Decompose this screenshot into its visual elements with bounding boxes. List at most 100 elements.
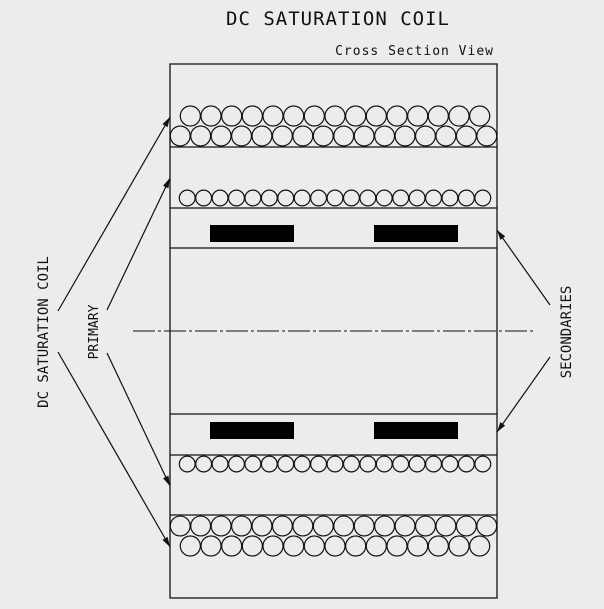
dc-coil-winding-circle — [292, 125, 314, 147]
dc-coil-winding-circle — [455, 515, 477, 537]
dc-coil-winding-circle — [303, 535, 325, 557]
primary-winding-circle — [326, 189, 344, 207]
dc-coil-winding-circle — [241, 535, 263, 557]
dc-coil-winding-circle — [283, 535, 305, 557]
dc-coil-winding-circle — [251, 125, 273, 147]
diagram-title: DC SATURATION COIL — [226, 8, 450, 30]
primary-winding-circle — [408, 189, 426, 207]
secondary-winding-bar — [210, 225, 294, 242]
primary-winding-circle — [474, 455, 492, 473]
dc-coil-winding-circle — [353, 515, 375, 537]
dc-coil-winding-circle — [386, 105, 408, 127]
dc-coil-winding-circle — [365, 105, 387, 127]
primary-winding-circle — [342, 189, 360, 207]
primary-winding-circle — [195, 189, 213, 207]
dc-coil-winding-circle — [345, 105, 367, 127]
primary-winding-circle — [227, 455, 245, 473]
dc-coil-winding-circle — [476, 125, 498, 147]
primary-winding-circle — [457, 189, 475, 207]
dc-coil-winding-circle — [179, 105, 201, 127]
dc-coil-winding-circle — [324, 535, 346, 557]
dc-coil-winding-circle — [262, 535, 284, 557]
diagram-subtitle: Cross Section View — [335, 44, 494, 59]
primary-winding-circle — [359, 455, 377, 473]
dc-coil-winding-circle — [476, 515, 498, 537]
label-dc-saturation-coil: DC SATURATION COIL — [36, 256, 52, 408]
dc-coil-winding-circle — [169, 515, 191, 537]
primary-winding-circle — [457, 455, 475, 473]
dc-coil-winding-circle — [190, 515, 212, 537]
primary-winding-circle — [441, 455, 459, 473]
primary-winding-circle — [227, 189, 245, 207]
primary-winding-circle — [260, 455, 278, 473]
dc-coil-winding-circle — [231, 515, 253, 537]
dc-coil-winding-circle — [427, 105, 449, 127]
primary-winding-circle — [310, 189, 328, 207]
dc-coil-winding-circle — [200, 105, 222, 127]
dc-coil-winding-circle — [210, 125, 232, 147]
dc-coil-winding-circle — [221, 105, 243, 127]
arrow-dc-coil-top — [57, 116, 171, 312]
label-secondaries: SECONDARIES — [559, 286, 575, 379]
dc-coil-winding-circle — [179, 535, 201, 557]
dc-coil-winding-circle — [414, 515, 436, 537]
dc-coil-winding-circle — [190, 125, 212, 147]
arrow-primary-top — [106, 177, 171, 311]
dc-coil-winding-circle — [374, 125, 396, 147]
arrow-secondary-top — [496, 229, 551, 306]
primary-winding-circle — [375, 189, 393, 207]
primary-winding-circle — [359, 189, 377, 207]
dc-coil-winding-circle — [435, 515, 457, 537]
primary-winding-circle — [277, 455, 295, 473]
primary-winding-circle — [260, 189, 278, 207]
dc-coil-winding-circle — [292, 515, 314, 537]
dc-coil-winding-circle — [469, 535, 491, 557]
primary-winding-circle — [342, 455, 360, 473]
dc-coil-winding-circle — [353, 125, 375, 147]
dc-coil-winding-circle — [386, 535, 408, 557]
primary-winding-circle — [392, 189, 410, 207]
arrow-secondary-bottom — [496, 356, 551, 433]
dc-coil-winding-circle — [283, 105, 305, 127]
dc-coil-winding-circle — [262, 105, 284, 127]
dc-coil-winding-circle — [427, 535, 449, 557]
dc-coil-winding-circle — [407, 535, 429, 557]
dc-coil-winding-circle — [435, 125, 457, 147]
dc-coil-winding-circle — [231, 125, 253, 147]
dc-coil-winding-circle — [241, 105, 263, 127]
primary-winding-circle — [310, 455, 328, 473]
primary-winding-circle — [326, 455, 344, 473]
dc-coil-winding-circle — [210, 515, 232, 537]
dc-coil-winding-circle — [407, 105, 429, 127]
primary-winding-circle — [408, 455, 426, 473]
primary-winding-circle — [441, 189, 459, 207]
primary-winding-circle — [277, 189, 295, 207]
label-primary: PRIMARY — [87, 304, 102, 359]
dc-coil-winding-circle — [448, 105, 470, 127]
dc-coil-winding-circle — [312, 125, 334, 147]
dc-coil-winding-circle — [333, 515, 355, 537]
primary-winding-circle — [178, 189, 196, 207]
primary-winding-circle — [392, 455, 410, 473]
dc-coil-winding-circle — [169, 125, 191, 147]
dc-coil-winding-circle — [469, 105, 491, 127]
arrow-primary-bottom — [106, 352, 171, 487]
dc-coil-winding-circle — [221, 535, 243, 557]
dc-coil-winding-circle — [394, 125, 416, 147]
dc-coil-winding-circle — [324, 105, 346, 127]
primary-winding-circle — [293, 189, 311, 207]
primary-winding-circle — [211, 189, 229, 207]
primary-winding-circle — [244, 189, 262, 207]
dc-coil-winding-circle — [374, 515, 396, 537]
dc-coil-winding-circle — [200, 535, 222, 557]
dc-coil-winding-circle — [271, 125, 293, 147]
primary-winding-circle — [211, 455, 229, 473]
dc-coil-winding-circle — [448, 535, 470, 557]
primary-winding-circle — [474, 189, 492, 207]
dc-coil-winding-circle — [455, 125, 477, 147]
arrow-dc-coil-bottom — [57, 351, 171, 548]
primary-winding-circle — [195, 455, 213, 473]
dc-coil-winding-circle — [312, 515, 334, 537]
dc-coil-winding-circle — [365, 535, 387, 557]
